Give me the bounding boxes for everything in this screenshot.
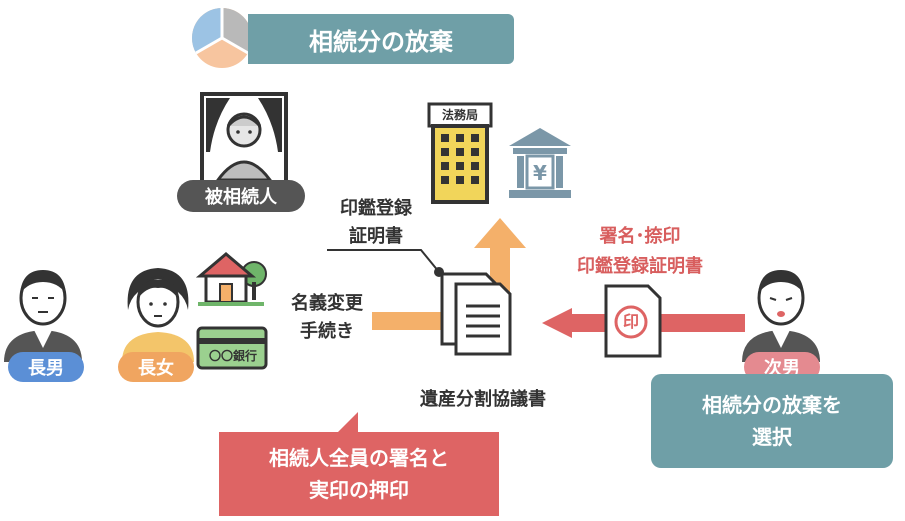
sealed-document-icon (604, 284, 662, 358)
bank-book-icon (196, 326, 268, 370)
note-pointer (336, 412, 358, 434)
seal-stamp-char: 印 (622, 312, 639, 331)
name-change-label: 名義変更 手続き (291, 293, 363, 342)
deceased-badge: 被相続人 (177, 180, 305, 212)
second-son-avatar (742, 270, 820, 362)
bank-book-label: 〇〇銀行 (208, 349, 257, 363)
division-agreement-label: 遺産分割協議書 (420, 389, 546, 410)
eldest-daughter-badge: 長女 (118, 352, 194, 382)
pie-chart-icon (191, 7, 253, 68)
eldest-son-badge: 長男 (8, 352, 84, 382)
seal-certificate-label: 印鑑登録 証明書 (340, 198, 412, 247)
left-orange-arrow-bar (372, 312, 446, 330)
legal-affairs-bureau-icon (427, 102, 493, 204)
eldest-daughter-avatar (122, 268, 194, 362)
all-heirs-note: 相続人全員の署名と 実印の押印 (219, 432, 499, 516)
leader-line (327, 249, 444, 277)
page-title: 相続分の放棄 (248, 14, 514, 64)
eldest-son-avatar (4, 270, 82, 362)
bank-icon (509, 128, 571, 198)
deceased-portrait-icon (200, 92, 288, 184)
document-stack-icon (440, 272, 512, 356)
upward-orange-arrow (474, 218, 526, 308)
house-icon (196, 252, 267, 306)
bank-yen-symbol: ¥ (533, 161, 547, 185)
signature-seal-label: 署名･捺印 印鑑登録証明書 (577, 226, 703, 277)
legal-affairs-bureau-label: 法務局 (441, 108, 478, 122)
waiver-note: 相続分の放棄を 選択 (651, 374, 893, 468)
